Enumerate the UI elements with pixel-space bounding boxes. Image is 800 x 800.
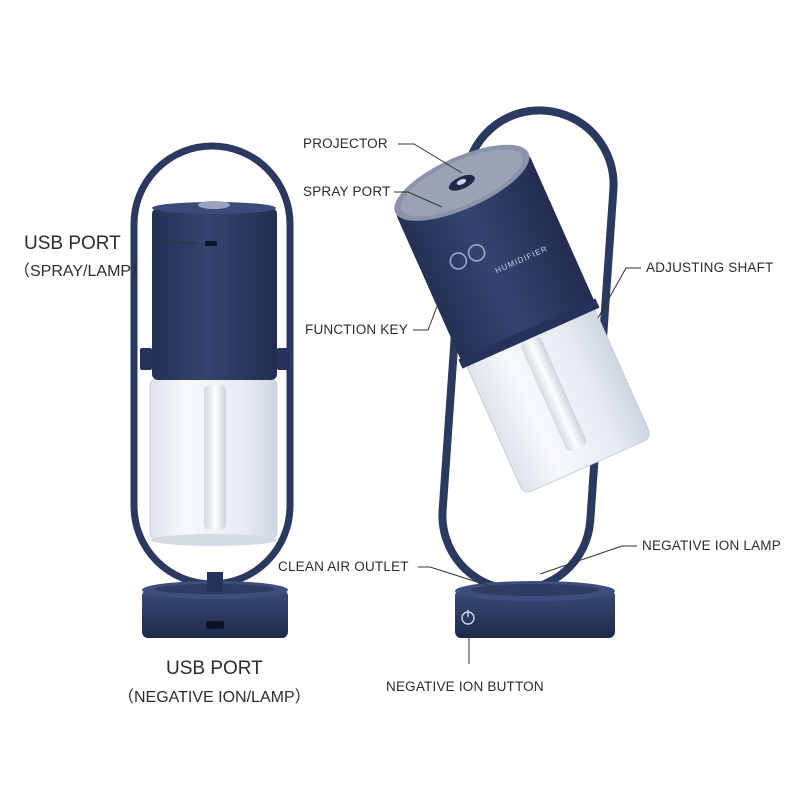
left-wick [204,385,226,530]
left-humidifier [130,142,294,638]
clean-air-outlet-label: CLEAN AIR OUTLET [278,559,409,574]
function-key-icon[interactable] [466,242,487,263]
adjusting-shaft-label: ADJUSTING SHAFT [646,260,774,275]
projector-label: PROJECTOR [303,136,388,151]
usb-port-icon [206,621,224,629]
function-key-icon[interactable] [448,250,469,271]
negative-ion-lamp-label: NEGATIVE ION LAMP [642,538,781,553]
spray-port-label: SPRAY PORT [303,184,391,199]
usb-port-bottom-label: USB PORT [166,658,263,679]
leader-lines [152,143,641,664]
usb-port-top-sub: （SPRAY/LAMP） [14,263,148,280]
usb-port-bottom-sub: （NEGATIVE ION/LAMP） [118,689,311,706]
usb-port-icon [205,241,217,246]
right-base [455,581,615,638]
function-key-label: FUNCTION KEY [305,322,408,337]
negative-ion-button-label: NEGATIVE ION BUTTON [386,679,544,694]
usb-port-top-label: USB PORT [24,233,121,254]
left-cap [152,208,277,380]
right-humidifier: HUMIDIFIER [394,106,650,638]
